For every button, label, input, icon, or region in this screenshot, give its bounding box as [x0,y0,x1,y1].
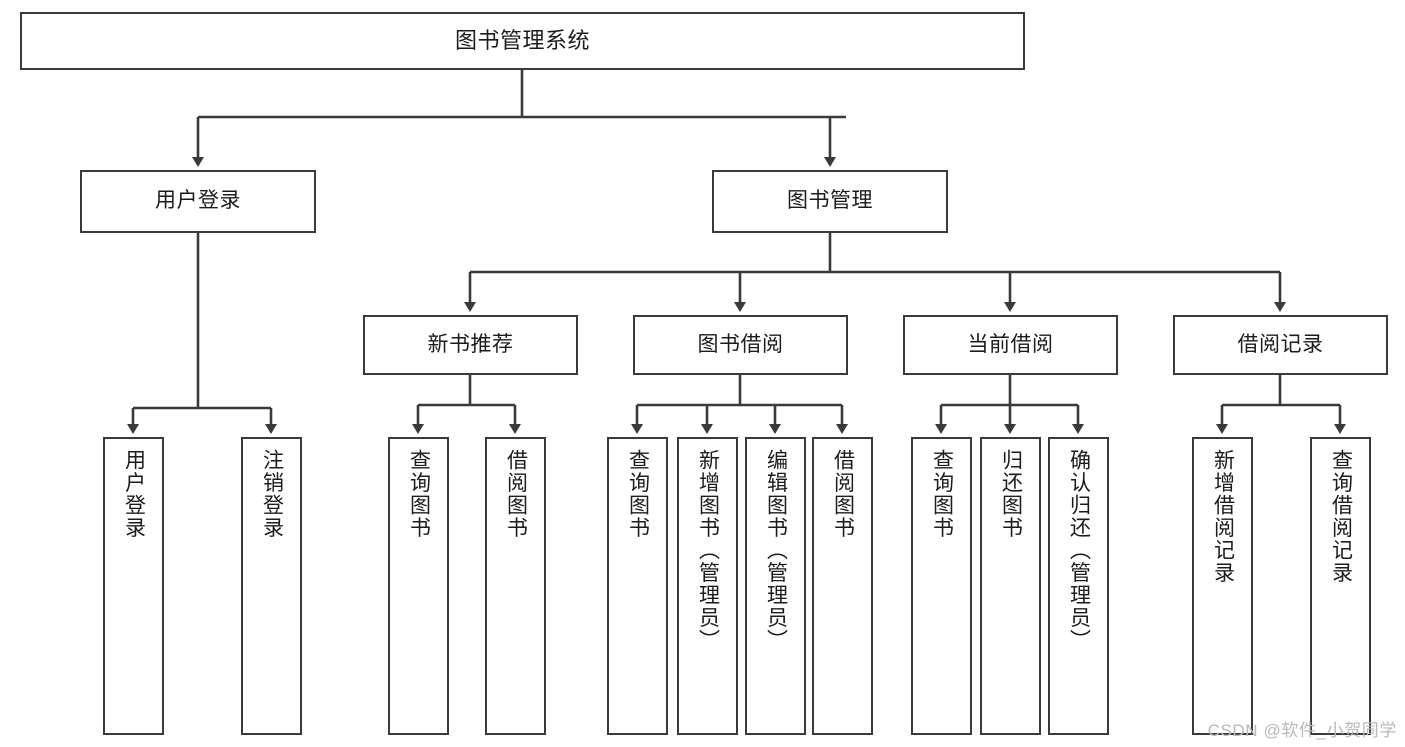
node-label: 借阅图书 [504,449,528,539]
node-label: 确认归还（管理员） [1067,449,1091,652]
leaf-user-login[interactable]: 用户登录 [103,437,164,735]
leaf-logout[interactable]: 注销登录 [241,437,302,735]
leaf-recommend-query-book[interactable]: 查询图书 [388,437,449,735]
leaf-current-confirm-return[interactable]: 确认归还（管理员） [1048,437,1109,735]
node-label: 借阅记录 [1237,332,1324,356]
node-book-manage[interactable]: 图书管理 [712,170,948,233]
node-label: 查询借阅记录 [1329,449,1353,584]
node-label: 注销登录 [260,449,284,539]
node-label: 图书管理 [787,189,873,213]
node-label: 用户登录 [122,449,146,539]
node-label: 查询图书 [930,449,954,539]
leaf-recommend-borrow-book[interactable]: 借阅图书 [485,437,546,735]
node-book-borrow[interactable]: 图书借阅 [633,315,848,375]
node-label: 新增借阅记录 [1211,449,1235,584]
node-new-book-recommend[interactable]: 新书推荐 [363,315,578,375]
node-label: 图书借阅 [697,332,784,356]
csdn-watermark: CSDN @软件_小贺同学 [1207,721,1397,740]
leaf-current-query-book[interactable]: 查询图书 [911,437,972,735]
node-label: 查询图书 [626,449,650,539]
node-label: 当前借阅 [967,332,1054,356]
leaf-current-return-book[interactable]: 归还图书 [980,437,1041,735]
node-root-system[interactable]: 图书管理系统 [20,12,1025,70]
node-user-login[interactable]: 用户登录 [80,170,316,233]
leaf-record-add[interactable]: 新增借阅记录 [1192,437,1253,735]
node-label: 图书管理系统 [454,28,590,54]
node-label: 借阅图书 [831,449,855,539]
node-borrow-record[interactable]: 借阅记录 [1173,315,1388,375]
node-label: 归还图书 [999,449,1023,539]
node-label: 用户登录 [155,189,241,213]
leaf-record-query[interactable]: 查询借阅记录 [1310,437,1371,735]
node-label: 查询图书 [407,449,431,539]
leaf-borrow-query-book[interactable]: 查询图书 [607,437,668,735]
node-label: 新书推荐 [427,332,514,356]
leaf-borrow-add-book[interactable]: 新增图书（管理员） [677,437,738,735]
node-label: 编辑图书（管理员） [764,449,788,652]
node-current-borrow[interactable]: 当前借阅 [903,315,1118,375]
node-label: 新增图书（管理员） [696,449,720,652]
leaf-borrow-borrow-book[interactable]: 借阅图书 [812,437,873,735]
leaf-borrow-edit-book[interactable]: 编辑图书（管理员） [745,437,806,735]
